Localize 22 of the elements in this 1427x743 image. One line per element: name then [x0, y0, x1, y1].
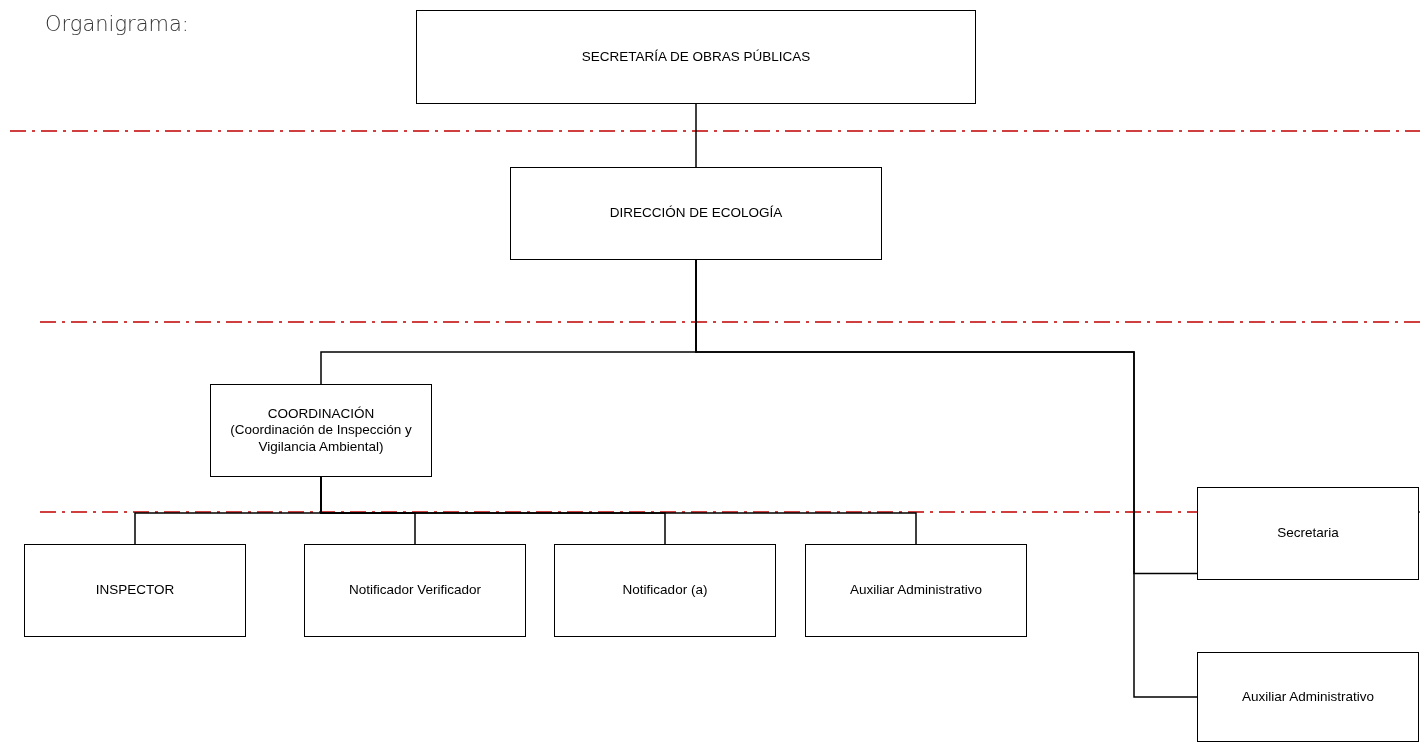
org-box: [304, 544, 526, 637]
org-box: [210, 384, 432, 477]
org-box: [554, 544, 776, 637]
unit-name: Auxiliar Administrativo: [849, 582, 982, 599]
org-box: [24, 544, 246, 637]
connector-line: [695, 259, 1198, 698]
unit-name: DIRECCIÓN DE ECOLOGÍA: [609, 205, 783, 222]
org-box: [1197, 487, 1419, 580]
unit-name: Auxiliar Administrativo: [1241, 688, 1374, 706]
org-box: [416, 10, 976, 104]
unit-name: COORDINACIÓN: [267, 406, 375, 423]
unit-name: Secretaria: [1277, 525, 1339, 542]
unit-name: Notificador (a): [622, 582, 708, 599]
unit-name: SECRETARÍA DE OBRAS PÚBLICAS: [581, 48, 811, 66]
connector-line: [695, 103, 697, 168]
unit-name: Notificador Verificador: [348, 582, 482, 599]
unit-description: (Coordinación de Inspección y Vigilancia Ambiental): [229, 422, 413, 455]
org-box: [1197, 652, 1419, 742]
title: Organigrama:: [45, 12, 189, 36]
unit-name: INSPECTOR: [95, 582, 175, 599]
org-box: [510, 167, 882, 260]
org-box: [805, 544, 1027, 637]
